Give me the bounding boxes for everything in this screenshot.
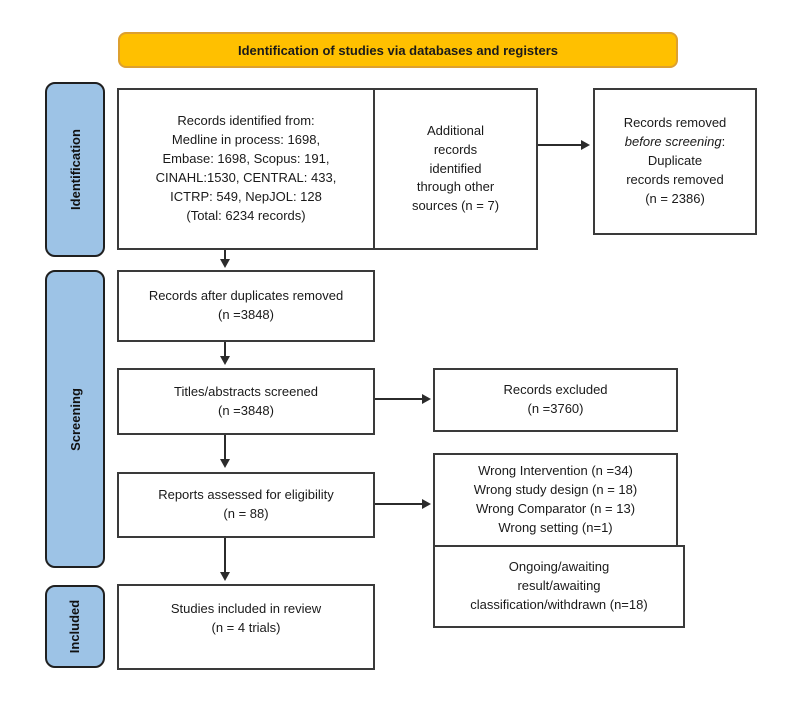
box-reports-assessed: Reports assessed for eligibility (n = 88… (117, 472, 375, 538)
box-line: records (433, 141, 478, 157)
box-line: Embase: 1698, Scopus: 191, (162, 151, 330, 167)
box-line: Duplicate (647, 153, 703, 169)
box-exclusion-reasons: Wrong Intervention (n =34) Wrong study d… (433, 453, 678, 547)
arrowhead-right-icon (422, 394, 431, 404)
arrowhead-down-icon (220, 356, 230, 365)
box-records-excluded: Records excluded (n =3760) (433, 368, 678, 432)
box-line: Wrong Intervention (n =34) (478, 463, 633, 479)
box-after-duplicates: Records after duplicates removed (n =384… (117, 270, 375, 342)
arrowhead-right-icon (422, 499, 431, 509)
box-line: classification/withdrawn (n=18) (470, 596, 648, 612)
arrow-screened-to-assessed (224, 435, 226, 460)
box-line: records removed (626, 171, 724, 187)
box-line: result/awaiting (517, 578, 601, 594)
box-records-removed: Records removed before screening: Duplic… (593, 88, 757, 235)
arrow-duplicates-to-screened (224, 342, 226, 357)
box-line: Ongoing/awaiting (508, 559, 610, 575)
italic-phrase: before screening (624, 134, 722, 150)
box-line: through other (416, 179, 495, 195)
box-line: Records removed (623, 115, 727, 131)
box-line: Titles/abstracts screened (173, 383, 319, 399)
box-line: CINAHL:1530, CENTRAL: 433, (155, 170, 337, 185)
arrowhead-right-icon (581, 140, 590, 150)
box-line-suffix: : (721, 134, 726, 150)
arrowhead-down-icon (220, 572, 230, 581)
box-line: identified (429, 160, 482, 176)
box-line: Wrong setting (n=1) (498, 519, 613, 535)
box-line: (n =3848) (217, 402, 274, 418)
stage-label-text: Identification (67, 129, 83, 210)
stage-label-screening: Screening (45, 270, 105, 568)
box-line: ICTRP: 549, NepJOL: 128 (170, 188, 322, 204)
box-line: Records excluded (503, 382, 608, 398)
diagram-title-banner: Identification of studies via databases … (118, 32, 678, 68)
box-records-identified: Records identified from: Medline in proc… (117, 88, 375, 250)
box-line: before screening: (595, 133, 755, 152)
box-additional-records: Additional records identified through ot… (373, 88, 538, 250)
arrow-identified-to-duplicates (224, 250, 226, 260)
box-line: (n = 2386) (645, 190, 705, 206)
box-line: Additional (426, 122, 485, 138)
box-line: sources (n = 7) (411, 198, 500, 214)
arrowhead-down-icon (220, 459, 230, 468)
box-line: (Total: 6234 records) (186, 207, 306, 223)
box-line: (n = 88) (223, 506, 269, 521)
arrowhead-down-icon (220, 259, 230, 268)
arrow-assessed-to-reasons (375, 503, 423, 505)
stage-label-text: Included (67, 599, 83, 654)
diagram-title: Identification of studies via databases … (237, 42, 559, 58)
box-line: (n = 4 trials) (211, 619, 281, 635)
arrow-additional-to-removed (538, 144, 582, 146)
box-line: Studies included in review (170, 601, 322, 616)
box-line: Records identified from: (177, 113, 315, 129)
arrow-screened-to-excluded (375, 398, 423, 400)
box-line: (n =3848) (217, 307, 274, 322)
arrow-assessed-to-included (224, 538, 226, 573)
box-line: Wrong study design (n = 18) (473, 482, 638, 498)
box-line: (n =3760) (527, 401, 584, 416)
box-titles-screened: Titles/abstracts screened (n =3848) (117, 368, 375, 435)
stage-label-text: Screening (67, 387, 83, 451)
box-line: Records after duplicates removed (148, 288, 344, 304)
box-studies-included: Studies included in review (n = 4 trials… (117, 584, 375, 670)
stage-label-identification: Identification (45, 82, 105, 257)
box-ongoing-awaiting: Ongoing/awaiting result/awaiting classif… (433, 545, 685, 628)
stage-label-included: Included (45, 585, 105, 668)
box-line: Wrong Comparator (n = 13) (475, 501, 636, 516)
box-line: Medline in process: 1698, (171, 132, 321, 148)
box-line: Reports assessed for eligibility (158, 487, 334, 503)
